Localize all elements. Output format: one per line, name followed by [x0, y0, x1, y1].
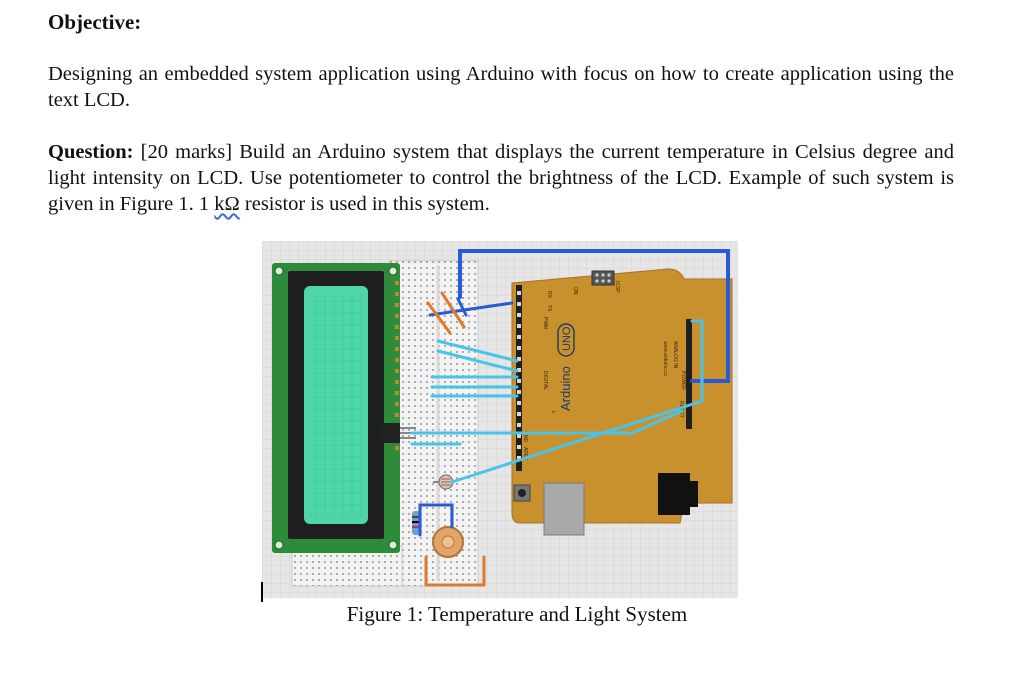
question-text: [20 marks] Build an Arduino system that …	[48, 141, 954, 215]
label-rx: RX	[546, 291, 552, 299]
label-analog: ANALOG IN	[672, 341, 678, 369]
objective-heading: Objective:	[48, 10, 142, 34]
svg-text:Arduino: Arduino	[558, 366, 573, 411]
question-paragraph: Question: [20 marks] Build an Arduino sy…	[48, 139, 954, 217]
objective-paragraph: Designing an embedded system application…	[48, 63, 954, 111]
lcd-module	[272, 263, 400, 553]
arduino-board: Arduino UNO DIGITAL ANALOG IN POWER TX R…	[511, 268, 733, 536]
circuit-figure: Arduino UNO DIGITAL ANALOG IN POWER TX R…	[262, 241, 738, 598]
figure-caption: Figure 1: Temperature and Light System	[346, 602, 688, 626]
temperature-sensor	[380, 423, 416, 443]
label-icsp: ICSP	[614, 281, 620, 293]
label-site: www.arduino.cc	[662, 341, 668, 377]
question-text-end: resistor is used in this system.	[239, 193, 490, 215]
resistor	[412, 511, 420, 535]
label-tx: TX	[546, 305, 552, 312]
label-pwm: PWM	[542, 317, 548, 329]
label-digital: DIGITAL	[542, 371, 548, 390]
question-label: Question:	[48, 141, 134, 163]
text-cursor	[261, 582, 263, 602]
label-gnd: GND	[522, 431, 528, 443]
arduino-logo: Arduino UNO	[557, 323, 575, 411]
usb-connector	[543, 482, 585, 536]
label-aref: AREF	[522, 447, 528, 460]
power-jack	[658, 473, 690, 515]
svg-text:UNO: UNO	[561, 326, 573, 351]
wires	[410, 249, 730, 587]
label-on: ON	[572, 287, 578, 295]
potentiometer	[432, 526, 464, 558]
label-l: L	[550, 411, 556, 414]
resistor-unit: kΩ	[214, 193, 240, 215]
label-power: POWER	[680, 371, 686, 390]
